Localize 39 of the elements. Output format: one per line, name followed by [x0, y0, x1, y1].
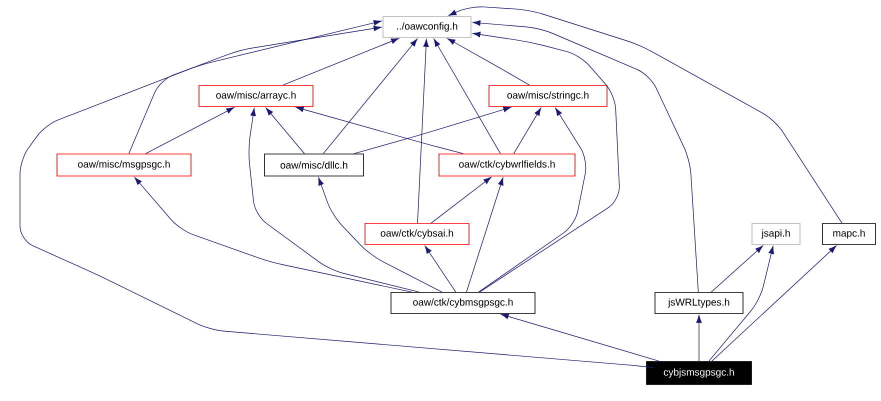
arrow	[448, 6, 842, 224]
arrow	[478, 108, 586, 292]
arrow	[20, 20, 654, 368]
arrow	[696, 315, 702, 362]
header-file-box: mapc.h	[822, 223, 876, 245]
header-file-box: cybjsmsgpsgc.h	[646, 361, 752, 385]
header-file-box: oaw/misc/msgpsgc.h	[56, 154, 192, 176]
arrow	[128, 26, 382, 154]
arrow	[500, 314, 660, 362]
arrow	[248, 108, 420, 292]
arrow	[466, 178, 504, 292]
arrow	[447, 38, 530, 86]
arrow	[472, 32, 620, 292]
arrow	[434, 38, 501, 154]
arrow	[145, 107, 234, 154]
arrow	[318, 178, 442, 292]
header-file-box: oaw/misc/stringc.h	[488, 85, 608, 107]
arrow	[266, 108, 305, 154]
arrow	[322, 38, 418, 154]
header-file-box: jsapi.h	[752, 223, 800, 245]
arrow	[282, 38, 399, 86]
header-file-box: oaw/misc/arrayc.h	[198, 85, 314, 107]
arrow	[710, 246, 763, 292]
header-file-box: oaw/ctk/cybwrlfields.h	[438, 154, 576, 176]
arrow	[134, 177, 412, 292]
arrow	[472, 20, 699, 292]
header-file-box: oaw/ctk/cybsai.h	[364, 223, 470, 245]
arrow	[708, 246, 774, 362]
header-file-box: oaw/ctk/cybmsgpsgc.h	[390, 292, 536, 314]
header-file-box: jsWRLtypes.h	[654, 292, 744, 314]
arrow	[417, 39, 429, 224]
arrow	[296, 106, 464, 154]
arrow	[430, 177, 492, 224]
arrow	[354, 106, 512, 154]
header-file-box: oaw/misc/dllc.h	[264, 154, 364, 176]
arrow	[424, 246, 456, 292]
arrow	[513, 108, 542, 154]
arrow	[711, 246, 836, 362]
header-file-box: ../oawconfig.h	[382, 16, 472, 38]
